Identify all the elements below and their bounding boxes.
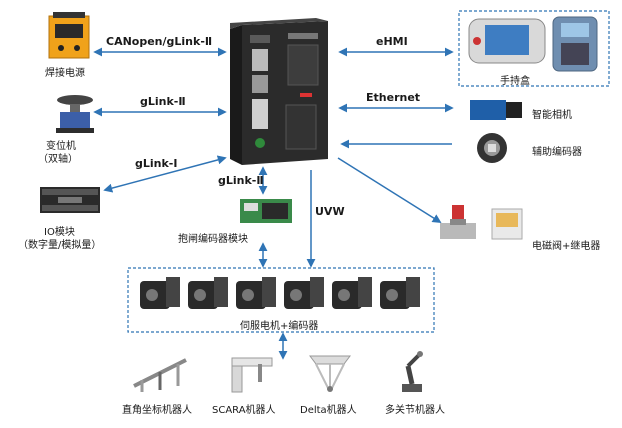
servo-motor-5 bbox=[332, 277, 372, 309]
label-welding: 焊接电源 bbox=[45, 68, 85, 79]
robot-controller bbox=[230, 15, 335, 167]
encoder-image bbox=[472, 130, 512, 166]
label-encoder: 辅助编码器 bbox=[532, 147, 582, 158]
label-positioner-2: （双轴） bbox=[38, 154, 78, 165]
positioner-image bbox=[52, 92, 98, 134]
handheld-dashed-box bbox=[458, 10, 610, 87]
label-ethernet: Ethernet bbox=[366, 91, 421, 104]
arrow-valve bbox=[337, 157, 442, 223]
label-uvw: UVW bbox=[315, 205, 345, 218]
label-glink2-down: gLink-Ⅱ bbox=[218, 174, 264, 187]
label-glink2-left: gLink-Ⅱ bbox=[140, 95, 186, 108]
arrow-glink1 bbox=[103, 155, 227, 193]
label-handheld: 手持盒 bbox=[500, 76, 530, 87]
label-glink1: gLink-Ⅰ bbox=[135, 157, 178, 170]
label-canopen: CANopen/gLink-Ⅱ bbox=[106, 35, 213, 48]
label-valve: 电磁阀+继电器 bbox=[532, 241, 601, 252]
servo-motor-4 bbox=[284, 277, 324, 309]
label-scara: SCARA机器人 bbox=[212, 405, 276, 416]
label-delta: Delta机器人 bbox=[300, 405, 357, 416]
handheld-pendant-image bbox=[465, 15, 605, 73]
label-servo: 伺服电机+编码器 bbox=[240, 321, 319, 332]
label-io-2: （数字量/模拟量） bbox=[18, 240, 102, 251]
delta-robot-image bbox=[300, 350, 360, 394]
cartesian-robot-image bbox=[128, 350, 192, 394]
servo-motor-1 bbox=[140, 277, 180, 309]
servo-motor-2 bbox=[188, 277, 228, 309]
brake-module-image bbox=[238, 195, 294, 227]
servo-motor-6 bbox=[380, 277, 420, 309]
label-io-1: IO模块 bbox=[44, 227, 75, 238]
label-ehmi: eHMI bbox=[376, 35, 408, 48]
servo-motors bbox=[138, 273, 428, 315]
scara-robot-image bbox=[222, 350, 278, 394]
label-cartesian: 直角坐标机器人 bbox=[122, 405, 192, 416]
valve-relay-image bbox=[436, 203, 528, 251]
servo-dashed-box bbox=[127, 267, 435, 333]
label-positioner-1: 变位机 bbox=[46, 141, 76, 152]
welding-power-image bbox=[45, 10, 93, 62]
label-brake-module: 抱闸编码器模块 bbox=[178, 234, 248, 245]
label-camera: 智能相机 bbox=[532, 110, 572, 121]
servo-motor-3 bbox=[236, 277, 276, 309]
multi-joint-robot-image bbox=[390, 346, 434, 394]
io-module-image bbox=[38, 183, 102, 217]
smart-camera-image bbox=[468, 96, 524, 124]
label-multi-joint: 多关节机器人 bbox=[385, 405, 445, 416]
